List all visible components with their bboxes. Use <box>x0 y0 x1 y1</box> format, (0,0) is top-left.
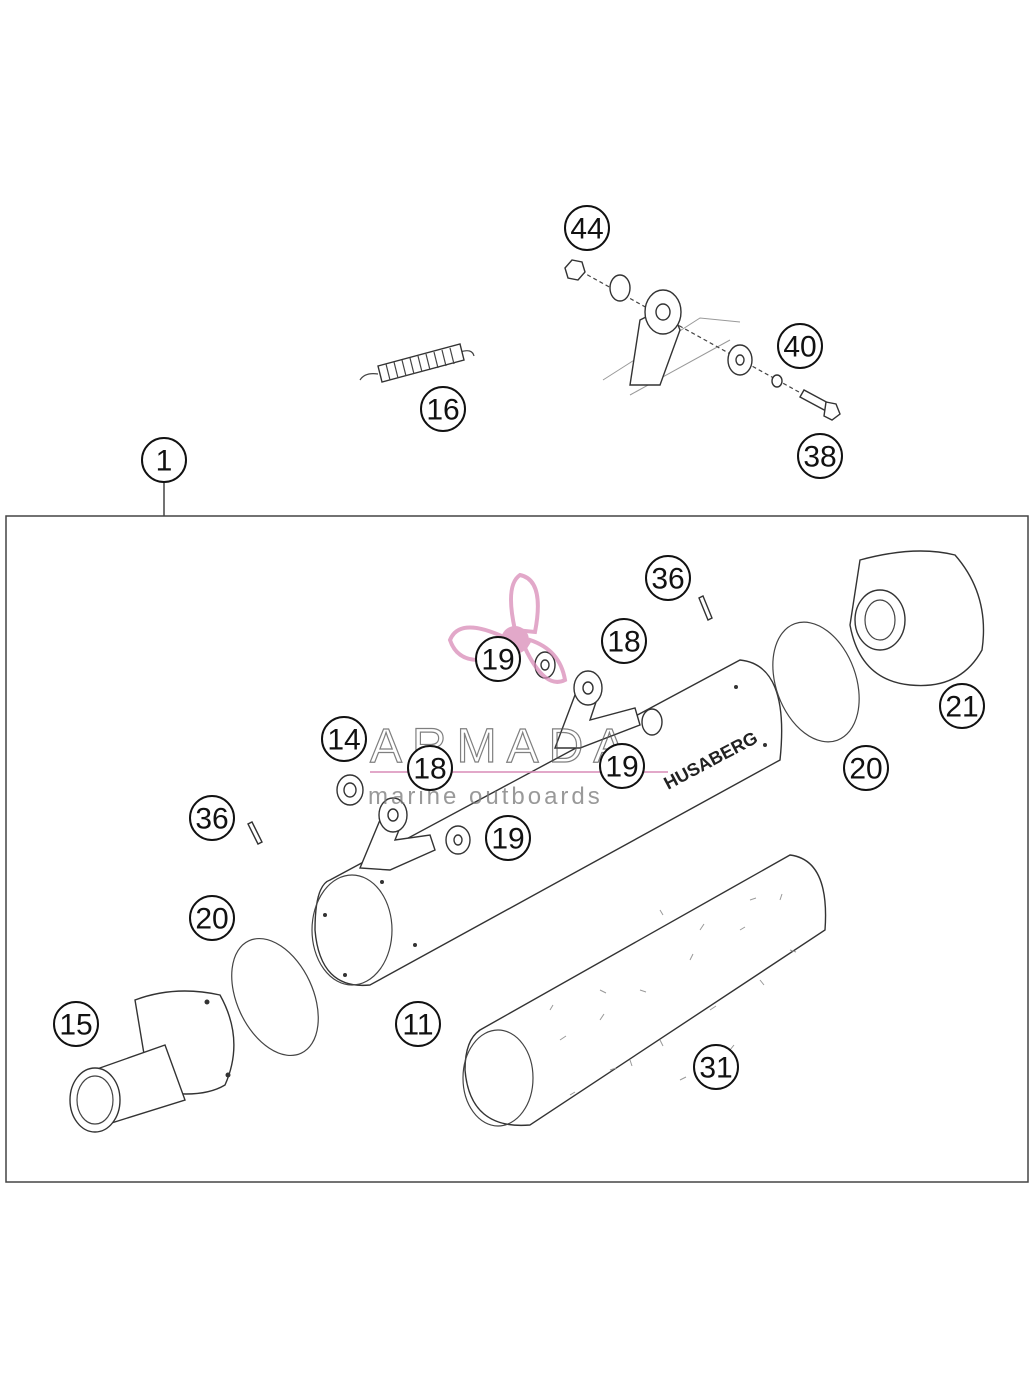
svg-text:19: 19 <box>605 751 638 784</box>
end-cap-21 <box>849 550 985 687</box>
callout-21: 21 <box>939 683 985 729</box>
rivet-36-a <box>698 595 713 621</box>
svg-text:14: 14 <box>327 724 360 757</box>
callout-36-b: 36 <box>189 795 235 841</box>
gasket-20-b <box>231 937 319 1057</box>
callout-16: 16 <box>420 386 466 432</box>
assembly-frame <box>5 515 1029 1183</box>
callout-19-a: 19 <box>475 636 521 682</box>
callout-18-b: 18 <box>407 745 453 791</box>
washer-40 <box>771 374 783 388</box>
svg-text:19: 19 <box>481 644 514 677</box>
svg-text:1: 1 <box>156 445 173 478</box>
svg-text:21: 21 <box>945 691 978 724</box>
callout-19-c: 19 <box>485 815 531 861</box>
callout-15: 15 <box>53 1001 99 1047</box>
svg-text:11: 11 <box>402 1009 433 1042</box>
svg-text:18: 18 <box>413 753 446 786</box>
mounting-bracket-group <box>564 259 841 421</box>
callout-14: 14 <box>321 716 367 762</box>
callout-31: 31 <box>693 1044 739 1090</box>
svg-text:18: 18 <box>607 626 640 659</box>
callout-40: 40 <box>777 323 823 369</box>
svg-text:20: 20 <box>195 903 228 936</box>
watermark-subtitle: marine outboards <box>368 783 603 810</box>
callout-20-a: 20 <box>843 745 889 791</box>
svg-text:44: 44 <box>570 213 603 246</box>
svg-text:16: 16 <box>426 394 459 427</box>
callout-1: 1 <box>141 437 187 483</box>
callout-44: 44 <box>564 205 610 251</box>
svg-text:38: 38 <box>803 441 836 474</box>
callout-36-a: 36 <box>645 555 691 601</box>
svg-text:31: 31 <box>699 1052 732 1085</box>
callout-11: 11 <box>395 1001 441 1047</box>
svg-text:36: 36 <box>195 803 228 836</box>
svg-text:36: 36 <box>651 563 684 596</box>
svg-text:20: 20 <box>849 753 882 786</box>
svg-text:15: 15 <box>59 1009 92 1042</box>
gasket-20-a <box>772 621 860 743</box>
nut-44 <box>564 259 586 281</box>
callout-20-b: 20 <box>189 895 235 941</box>
rivet-36-b <box>247 821 263 845</box>
svg-text:19: 19 <box>491 823 524 856</box>
end-cap-15 <box>69 990 235 1133</box>
washer-19-b <box>641 708 663 736</box>
callout-19-b: 19 <box>599 743 645 789</box>
callout-18-a: 18 <box>601 618 647 664</box>
callout-group: 44 40 16 38 1 36 18 19 14 18 19 21 20 36… <box>53 205 985 1090</box>
insulation-sleeve-31 <box>462 854 827 1127</box>
callout-38: 38 <box>797 433 843 479</box>
washer-small <box>609 274 631 302</box>
spring-16 <box>359 343 475 383</box>
watermark-logo: ARMADA marine outboards <box>368 572 668 810</box>
svg-text:40: 40 <box>783 331 816 364</box>
